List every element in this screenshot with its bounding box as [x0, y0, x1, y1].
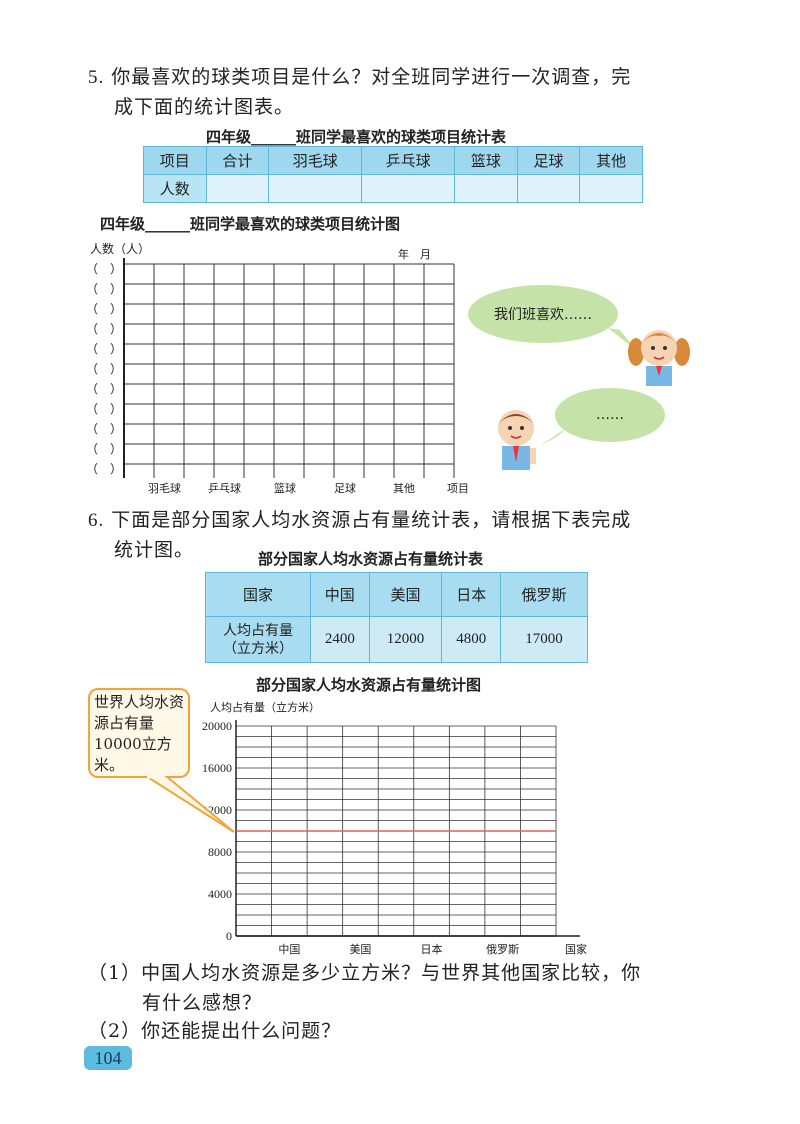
- q5-category: 篮球: [274, 482, 296, 495]
- x-category-label: 美国: [349, 943, 371, 956]
- question-2: （2）你还能提出什么问题？: [88, 1020, 342, 1042]
- world-average-callout: 世界人均水资源占有量10000立方米。: [88, 688, 190, 778]
- q5-chart-title: 四年级______班同学最喜欢的球类项目统计图: [100, 215, 401, 233]
- q6-row-label-1: 人均占有量: [223, 622, 293, 639]
- girl-illustration: [628, 330, 690, 386]
- x-category-label: 俄罗斯: [486, 943, 519, 956]
- q5-text: 5. 你最喜欢的球类项目是什么？对全班同学进行一次调查，完: [88, 62, 631, 93]
- callout-pointer: [144, 776, 235, 833]
- bubble-tail: [540, 428, 566, 446]
- q5-date-label: 年 月: [398, 248, 431, 261]
- q5-grid[interactable]: [118, 258, 464, 478]
- q5-table-header: 项目: [143, 146, 207, 175]
- boy-illustration: [498, 410, 536, 470]
- q6-number: 6.: [88, 510, 105, 531]
- q6-value-cell: 17000: [500, 616, 588, 663]
- bubble-text: ……: [596, 407, 624, 423]
- y-tick-label: 0: [226, 929, 232, 943]
- q6-table: 国家 中国 美国 日本 俄罗斯 人均占有量 （立方米） 2400 12000 4…: [205, 572, 588, 663]
- q5-number: 5.: [88, 67, 105, 88]
- y-tick-label: 4000: [208, 887, 232, 901]
- q5-category: 足球: [334, 482, 356, 495]
- y-tick-blank[interactable]: （ ）: [86, 382, 123, 396]
- speech-bubble-boy: ……: [555, 388, 665, 442]
- q6-value-cell: 4800: [441, 616, 502, 663]
- q6-table-title: 部分国家人均水资源占有量统计表: [258, 550, 484, 568]
- blank-cell[interactable]: [579, 174, 643, 203]
- y-tick-blank[interactable]: （ ）: [86, 442, 123, 456]
- q5-table-header: 羽毛球: [268, 146, 363, 175]
- q5-category: 其他: [393, 482, 415, 495]
- question-1-line1: （1）中国人均水资源是多少立方米？与世界其他国家比较，你: [88, 962, 642, 984]
- q5-row-label: 人数: [143, 174, 207, 203]
- q5-category: 羽毛球: [148, 482, 181, 495]
- y-tick-blank[interactable]: （ ）: [86, 342, 123, 356]
- q5-category: 乒乓球: [208, 482, 241, 495]
- q5-table-header: 篮球: [454, 146, 518, 175]
- q6-value-cell: 12000: [368, 616, 443, 663]
- q5-y-axis-label: 人数（人）: [90, 242, 151, 256]
- q6-row-label: 人均占有量 （立方米）: [205, 616, 311, 663]
- bubble-tail: [608, 328, 636, 350]
- q6-table-header: 美国: [368, 572, 443, 617]
- blank-cell[interactable]: [205, 174, 270, 203]
- q6-x-categories: 中国 美国 日本 俄罗斯 国家: [278, 942, 587, 956]
- y-tick-label: 20000: [202, 719, 232, 733]
- y-tick-blank[interactable]: （ ）: [86, 322, 123, 336]
- q5-line2: 成下面的统计图表。: [114, 96, 295, 118]
- q5-table-title: 四年级______班同学最喜欢的球类项目统计表: [206, 128, 507, 146]
- blank-cell[interactable]: [268, 174, 363, 203]
- x-category-label: 中国: [278, 943, 300, 956]
- q6-table-header: 国家: [205, 572, 311, 617]
- q6-line2: 统计图。: [114, 539, 195, 561]
- q5-table-header: 合计: [205, 146, 270, 175]
- x-axis-label: 国家: [565, 942, 587, 956]
- y-tick-label: 8000: [208, 845, 232, 859]
- blank-cell[interactable]: [454, 174, 518, 203]
- q5-table: 项目 合计 羽毛球 乒乓球 篮球 足球 其他 人数: [143, 146, 643, 203]
- q6-chart[interactable]: 200001600012000800040000 中国美国日本俄罗斯国家: [150, 712, 590, 958]
- blank-cell[interactable]: [361, 174, 456, 203]
- x-category-label: 日本: [421, 942, 443, 956]
- q6-table-header: 俄罗斯: [500, 572, 588, 617]
- q6-table-header: 中国: [310, 572, 370, 617]
- y-tick-blank[interactable]: （ ）: [86, 282, 123, 296]
- y-tick-blank[interactable]: （ ）: [86, 422, 123, 436]
- q6-value-cell: 2400: [310, 616, 370, 663]
- q6-table-header: 日本: [441, 572, 502, 617]
- bubble-text: 我们班喜欢……: [494, 307, 592, 323]
- y-tick-blank[interactable]: （ ）: [86, 402, 123, 416]
- blank-cell[interactable]: [516, 174, 581, 203]
- y-tick-blank[interactable]: （ ）: [86, 262, 123, 276]
- q6-text: 6. 下面是部分国家人均水资源占有量统计表，请根据下表完成: [88, 505, 631, 536]
- q6-line1: 下面是部分国家人均水资源占有量统计表，请根据下表完成: [111, 509, 632, 531]
- q6-y-axis-label: 人均占有量（立方米）: [210, 701, 320, 714]
- q5-table-header: 其他: [579, 146, 643, 175]
- q6-chart-title: 部分国家人均水资源占有量统计图: [256, 676, 482, 694]
- q5-line1: 你最喜欢的球类项目是什么？对全班同学进行一次调查，完: [111, 66, 632, 88]
- page-number: 104: [84, 1046, 132, 1070]
- y-tick-blank[interactable]: （ ）: [86, 302, 123, 316]
- y-tick-label: 16000: [202, 761, 232, 775]
- y-tick-blank[interactable]: （ ）: [86, 462, 123, 476]
- q6-grid: [235, 720, 580, 937]
- question-1-line2: 有什么感想？: [142, 992, 263, 1014]
- q5-table-header: 乒乓球: [361, 146, 456, 175]
- y-tick-blank[interactable]: （ ）: [86, 362, 123, 376]
- q5-x-axis-label: 项目: [447, 482, 469, 495]
- q5-table-header: 足球: [516, 146, 581, 175]
- q6-row-label-2: （立方米）: [223, 640, 293, 657]
- speech-bubble-girl: 我们班喜欢……: [468, 285, 618, 343]
